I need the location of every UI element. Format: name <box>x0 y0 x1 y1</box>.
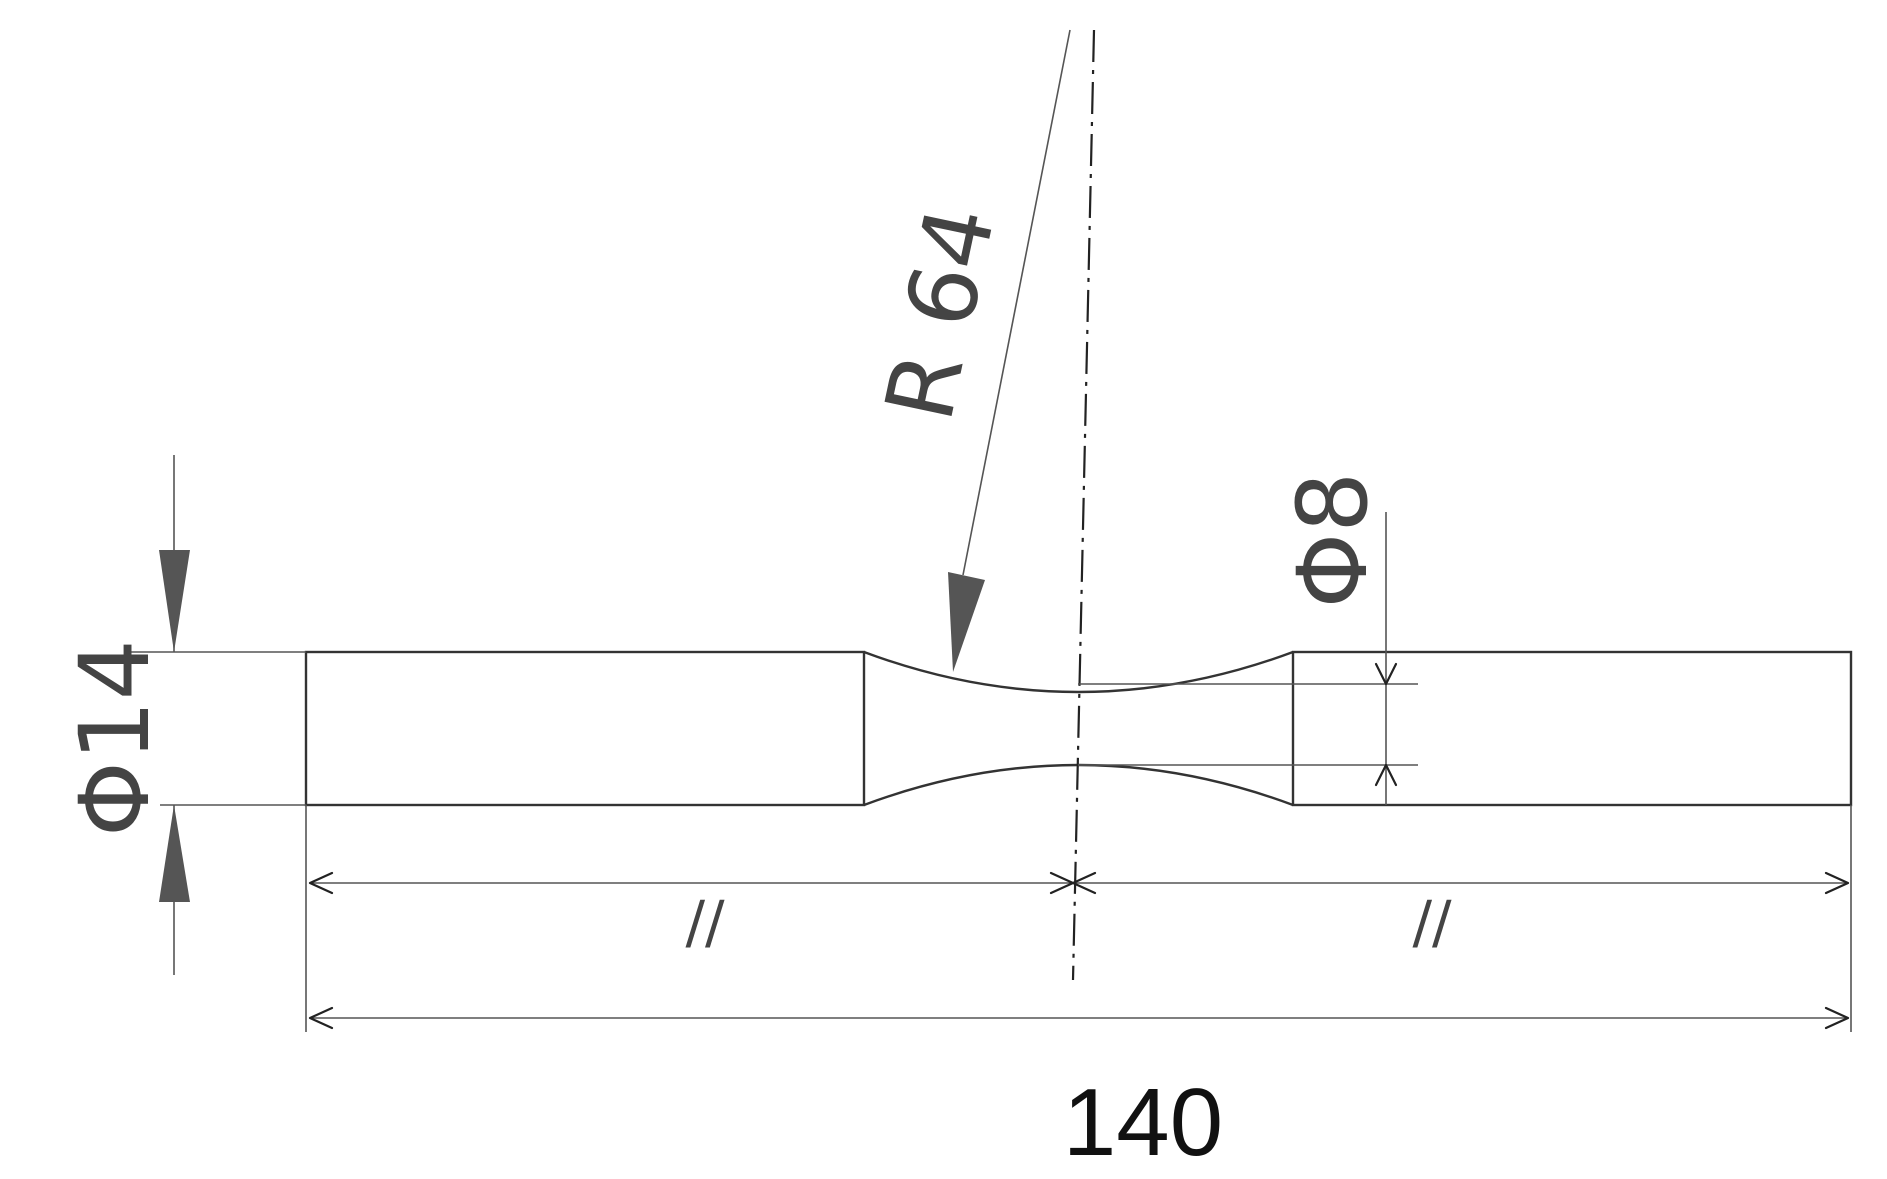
arrow-left-icon <box>1071 871 1097 895</box>
right-half-symmetry-label: // <box>1412 888 1452 956</box>
grip-diameter-label: Φ14 <box>59 639 171 837</box>
half-length-dimensions: // // <box>308 871 1850 956</box>
arrow-right-icon <box>1824 871 1850 895</box>
gauge-diameter-dimension: Φ8 <box>1078 472 1418 805</box>
gauge-diameter-label: Φ8 <box>1277 472 1389 609</box>
left-grip-section <box>304 650 866 807</box>
arrow-down-icon <box>948 572 985 672</box>
overall-length-dimension: 140 <box>305 805 1852 1176</box>
left-half-symmetry-label: // <box>685 888 725 956</box>
arrow-left-icon <box>308 1006 334 1030</box>
arrow-down-icon <box>159 550 190 652</box>
gauge-top-profile <box>863 650 1294 694</box>
grip-diameter-dimension: Φ14 <box>59 455 306 975</box>
centerline <box>1071 29 1096 981</box>
radius-leader-line <box>962 29 1071 576</box>
arrow-left-icon <box>308 871 334 895</box>
right-grip-section <box>1291 650 1853 807</box>
radius-callout: R 64 <box>866 29 1071 672</box>
arrow-up-icon <box>1374 763 1398 787</box>
overall-length-label: 140 <box>1063 1069 1223 1176</box>
arrow-down-icon <box>1374 662 1398 686</box>
arrow-right-icon <box>1824 1006 1850 1030</box>
radius-label: R 64 <box>866 197 1017 430</box>
arrow-up-icon <box>159 805 190 902</box>
